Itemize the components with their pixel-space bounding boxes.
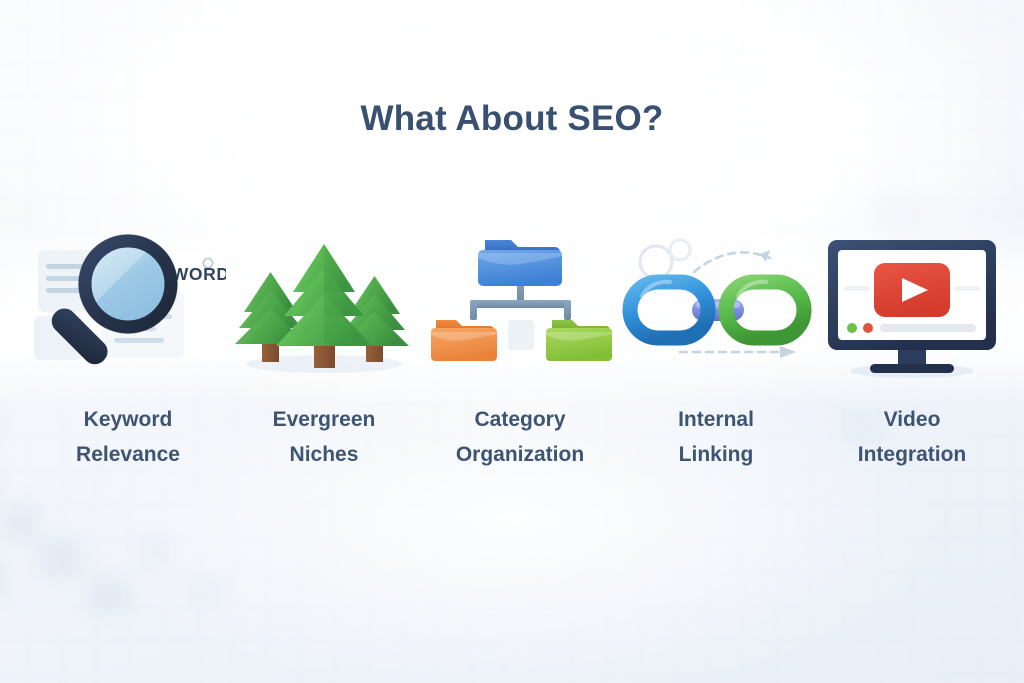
folder-hierarchy-icon	[422, 228, 618, 383]
seo-item-label: Keyword Relevance	[76, 408, 180, 467]
seo-item-label: Category Organization	[455, 408, 585, 467]
seo-item-label: Evergreen Niches	[272, 408, 376, 467]
magnifying-glass-keywords-icon: KEYWORDS	[30, 228, 226, 383]
page-title: What About SEO?	[360, 99, 664, 138]
seo-item-internal-linking[interactable]: Internal Linking	[618, 228, 814, 473]
seo-factor-row: KEYWORDS Keyword Relevance	[30, 228, 996, 473]
seo-item-label: Internal Linking	[678, 408, 754, 467]
seo-item-keyword-relevance[interactable]: KEYWORDS Keyword Relevance	[30, 228, 226, 473]
seo-item-label: Video Integration	[857, 408, 967, 467]
seo-item-evergreen-niches[interactable]: Evergreen Niches	[226, 228, 422, 473]
evergreen-trees-icon	[226, 228, 422, 383]
video-monitor-icon	[814, 228, 1010, 383]
seo-item-video-integration[interactable]: Video Integration	[814, 228, 1010, 473]
seo-item-category-organization[interactable]: Category Organization	[422, 228, 618, 473]
chain-link-icon	[618, 228, 814, 383]
